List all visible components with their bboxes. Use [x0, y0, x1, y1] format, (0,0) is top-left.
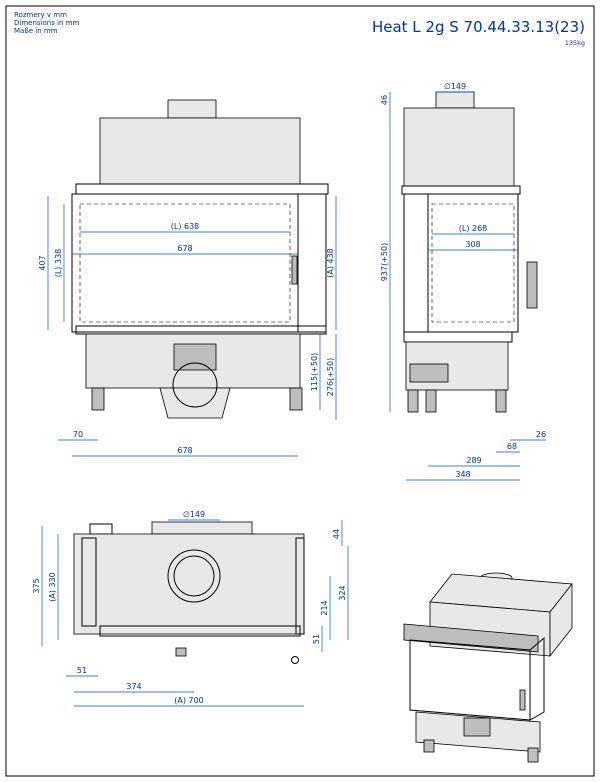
- front-body: [71, 193, 299, 333]
- top-body: [73, 533, 305, 635]
- front-glass-dashed: [79, 203, 291, 323]
- top-foot-marker: [291, 656, 299, 664]
- top-view: ∅149 44 375 (A) 330 324 214 51 51 374 (A…: [32, 510, 349, 707]
- dim-L338-label: (L) 338: [54, 249, 63, 278]
- dim-A438-label: (A) 438: [326, 248, 335, 278]
- top-front-frame: [99, 625, 301, 637]
- iso-glass-side: [529, 636, 545, 721]
- front-air-inlet: [173, 343, 217, 371]
- side-view: ∅149 46 937(+50) (L) 268 308 26 68 289 3…: [380, 82, 546, 481]
- front-foot-right: [289, 387, 303, 411]
- front-side-glass: [297, 193, 327, 333]
- iso-handle: [519, 689, 526, 711]
- side-door-frame: [403, 193, 429, 333]
- top-flue-outer: [167, 549, 221, 603]
- top-flue-inner: [173, 555, 215, 597]
- dim-678-inner-label: 678: [177, 244, 192, 253]
- iso-frame-lip: [403, 623, 539, 653]
- top-air-control: [175, 647, 187, 657]
- dim-side-149-label: ∅149: [444, 82, 466, 91]
- front-foot-left: [91, 387, 105, 411]
- dim-308-label: 308: [465, 240, 480, 249]
- front-bottom-frame: [75, 325, 327, 335]
- side-hood: [403, 107, 515, 187]
- dim-937-label: 937(+50): [380, 243, 389, 281]
- side-foot-rear: [495, 389, 507, 413]
- iso-hood-side: [549, 582, 573, 658]
- front-frame-lip: [75, 183, 329, 195]
- dim-289-label: 289: [466, 456, 481, 465]
- dim-375-label: 375: [32, 578, 41, 593]
- units-label-cs: Rozmery v mm: [14, 11, 67, 19]
- dim-26-label: 26: [536, 430, 546, 439]
- front-view: (L) 638 678 407 (L) 338 (A) 438 115(+50)…: [38, 99, 337, 457]
- dim-214-label: 214: [320, 600, 329, 615]
- front-flue-collar: [167, 99, 217, 119]
- iso-foot-left: [423, 739, 435, 753]
- top-rear-bracket: [89, 523, 113, 535]
- dim-324-label: 324: [338, 585, 347, 600]
- front-air-duct-circle: [172, 362, 218, 408]
- dim-L638-label: (L) 638: [171, 222, 200, 231]
- dim-A330-label: (A) 330: [48, 572, 57, 602]
- dim-51-right-label: 51: [312, 634, 321, 644]
- side-frame-lip: [401, 185, 521, 195]
- sheet-border: [5, 5, 595, 777]
- dim-A700-label: (A) 700: [174, 696, 204, 705]
- side-air-inlet: [409, 363, 449, 383]
- front-door-handle: [291, 255, 298, 285]
- dim-115-label: 115(+50): [310, 353, 319, 391]
- dim-L268-label: (L) 268: [459, 224, 488, 233]
- front-ash-tray: [159, 387, 231, 419]
- drawing-title: Heat L 2g S 70.44.33.13(23): [372, 18, 585, 36]
- side-glass-dashed: [431, 203, 515, 323]
- front-hood: [99, 117, 301, 185]
- units-label-de: Maße in mm: [14, 27, 58, 35]
- side-bottom-frame: [403, 331, 513, 343]
- iso-foot-right: [527, 747, 539, 763]
- side-door-handle: [526, 261, 538, 309]
- top-collar-plate: [151, 521, 253, 535]
- side-foot-mid: [425, 389, 437, 413]
- dim-51-left-label: 51: [77, 666, 87, 675]
- dim-top-149-label: ∅149: [183, 510, 205, 519]
- iso-air-inlet: [463, 717, 491, 737]
- dim-44-label: 44: [332, 529, 341, 539]
- side-foot-front: [407, 389, 419, 413]
- dim-374-label: 374: [126, 682, 141, 691]
- weight-label: 135kg: [565, 39, 585, 47]
- side-glass: [427, 193, 519, 333]
- units-label-en: Dimensions in mm: [14, 19, 80, 27]
- dim-678-bottom-label: 678: [177, 446, 192, 455]
- isometric-view: [403, 572, 573, 763]
- dim-407-label: 407: [38, 255, 47, 270]
- dim-46-label: 46: [380, 95, 389, 105]
- top-left-frame: [81, 537, 97, 627]
- dim-70-label: 70: [73, 430, 83, 439]
- dim-348-label: 348: [455, 470, 470, 479]
- dim-68-label: 68: [507, 442, 517, 451]
- dim-276-label: 276(+50): [326, 358, 335, 396]
- side-flue-collar: [435, 91, 475, 109]
